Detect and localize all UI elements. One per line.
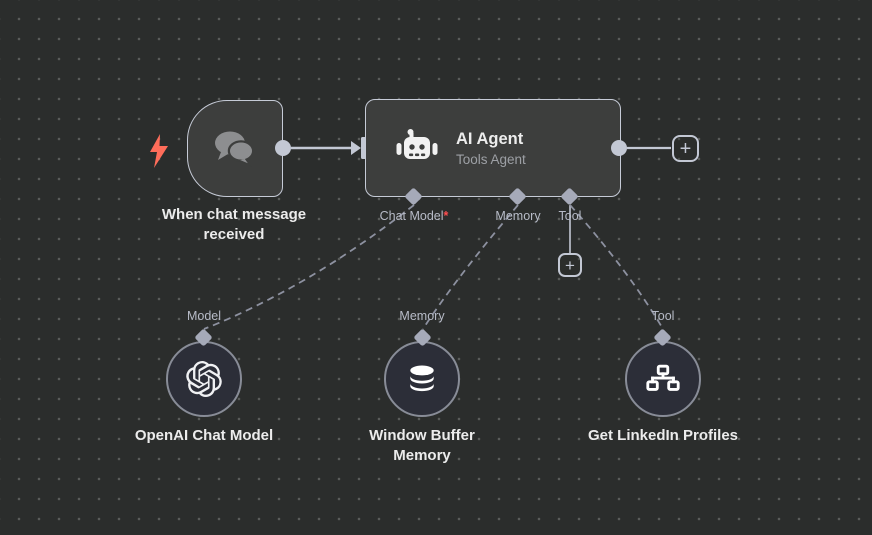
robot-icon (396, 129, 438, 159)
add-tool-button[interactable]: + (558, 253, 582, 277)
agent-port-label-memory: Memory (478, 209, 558, 223)
port-label-text: Tool (558, 209, 582, 223)
agent-port-label-tool: Tool (540, 209, 600, 223)
lightning-icon (150, 134, 168, 168)
port-label-text: Chat Model (379, 209, 444, 223)
required-asterisk: * (443, 209, 449, 223)
node-when-chat-message-received[interactable] (187, 100, 283, 197)
trigger-output-port[interactable] (275, 140, 291, 156)
node-window-buffer-memory[interactable] (384, 341, 460, 417)
agent-output-port[interactable] (611, 140, 627, 156)
database-icon (410, 365, 434, 392)
wire-memory-link[interactable] (422, 204, 519, 330)
node-get-linkedin-profiles[interactable] (625, 341, 701, 417)
add-node-button[interactable]: + (672, 135, 699, 162)
node-openai-chat-model[interactable] (166, 341, 242, 417)
memory-node-label: Window Buffer Memory (369, 427, 475, 464)
agent-subtitle: Tools Agent (456, 151, 526, 167)
port-label-text: Memory (495, 209, 541, 223)
wire-arrowhead (351, 141, 361, 155)
trigger-node-label: When chat message received (161, 206, 307, 243)
agent-text-block: AI Agent Tools Agent (456, 130, 526, 167)
wire-tool-link[interactable] (569, 204, 664, 330)
chat-bubbles-icon (215, 131, 255, 167)
subnode-port-label-memory: Memory (399, 309, 445, 323)
linkedin-node-label: Get LinkedIn Profiles (587, 427, 739, 444)
subnode-port-label-tool: Tool (651, 309, 675, 323)
sitemap-icon (646, 364, 680, 391)
openai-node-label: OpenAI Chat Model (134, 427, 274, 444)
wire-chatmodel-link[interactable] (203, 204, 415, 330)
subnode-port-label-model: Model (186, 309, 222, 323)
agent-title: AI Agent (456, 129, 524, 148)
agent-port-label-chat-model: Chat Model* (344, 209, 484, 223)
node-ai-agent[interactable]: AI Agent Tools Agent (365, 99, 621, 197)
openai-logo-icon (186, 361, 222, 397)
